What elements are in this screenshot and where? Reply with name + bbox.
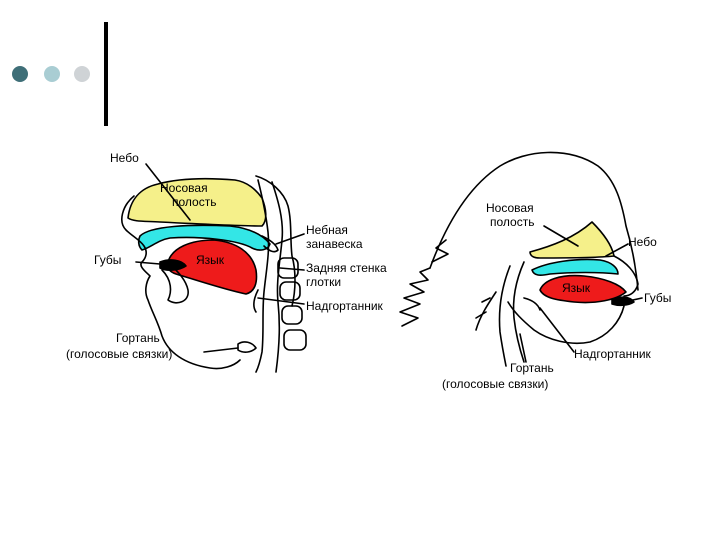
left-pointer-pharynx [279, 267, 305, 271]
slide-dot-3 [74, 66, 90, 82]
left-palate [137, 224, 271, 251]
left-tongue [166, 239, 258, 295]
left-label-nasal-1: Носовая [160, 181, 208, 195]
right-pointer-epiglottis [539, 307, 575, 353]
slide-dot-1 [12, 66, 28, 82]
left-uvula [261, 235, 279, 253]
right-head-diagram [399, 151, 643, 367]
right-label-nasal-1: Носовая [486, 201, 534, 215]
right-pharynx-wall [498, 265, 511, 367]
left-pharynx-wall [271, 181, 284, 373]
left-pointer-larynx [203, 347, 239, 353]
left-epiglottis [253, 289, 259, 313]
left-label-nebo: Небо [110, 151, 139, 165]
right-neck-inner [475, 291, 497, 331]
left-label-palate-1: Небная [306, 223, 348, 237]
right-nasal-cavity [529, 221, 615, 259]
right-snout [613, 255, 639, 297]
left-larynx [237, 341, 257, 353]
right-label-lips: Губы [644, 291, 671, 305]
left-lips [159, 259, 187, 271]
left-pointer-epiglottis [257, 297, 305, 305]
right-pointer-nebo [605, 243, 629, 257]
right-pointer-lips [623, 297, 643, 303]
right-pharynx [512, 261, 525, 363]
right-lower-jaw [507, 301, 625, 345]
left-pointer-palate [275, 233, 305, 245]
left-label-vocal: (голосовые связки) [66, 347, 172, 361]
left-pharynx [255, 179, 270, 373]
left-label-larynx: Гортань [116, 331, 160, 345]
slide-dot-2 [44, 66, 60, 82]
left-vertebra-2 [279, 281, 301, 301]
right-neck-fur-2 [431, 239, 449, 263]
left-pointer-lips [135, 261, 161, 265]
right-lips [611, 296, 635, 307]
right-tongue [539, 274, 627, 304]
left-label-pharynx-2: глотки [306, 275, 341, 289]
left-label-pharynx-1: Задняя стенка [306, 261, 387, 275]
left-label-palate-2: занавеска [306, 237, 363, 251]
left-vertebra-1 [277, 257, 299, 279]
right-pointer-larynx [519, 333, 527, 363]
left-head-diagram [121, 163, 307, 373]
left-label-epiglottis: Надгортанник [306, 299, 384, 313]
left-vertebra-4 [283, 329, 307, 351]
left-pointer-nebo [145, 163, 191, 221]
left-skull-back [255, 175, 296, 307]
slide-divider-line [104, 22, 108, 126]
right-epiglottis [523, 297, 541, 311]
right-neck-fur [399, 267, 431, 327]
right-label-larynx: Гортань [510, 361, 554, 375]
right-head-outline [429, 151, 639, 291]
left-label-tongue: Язык [196, 253, 225, 267]
right-label-tongue: Язык [562, 281, 591, 295]
right-label-nebo: Небо [628, 235, 657, 249]
right-pointer-nasal [543, 225, 579, 247]
right-palate [531, 258, 619, 276]
left-label-lips: Губы [94, 253, 121, 267]
right-label-vocal: (голосовые связки) [442, 377, 548, 391]
left-jaw [161, 265, 189, 304]
right-label-nasal-2: полость [490, 215, 534, 229]
left-vertebra-3 [281, 305, 303, 325]
right-label-epiglottis: Надгортанник [574, 347, 652, 361]
left-label-nasal-2: полость [172, 195, 216, 209]
left-face-outline [121, 195, 241, 370]
